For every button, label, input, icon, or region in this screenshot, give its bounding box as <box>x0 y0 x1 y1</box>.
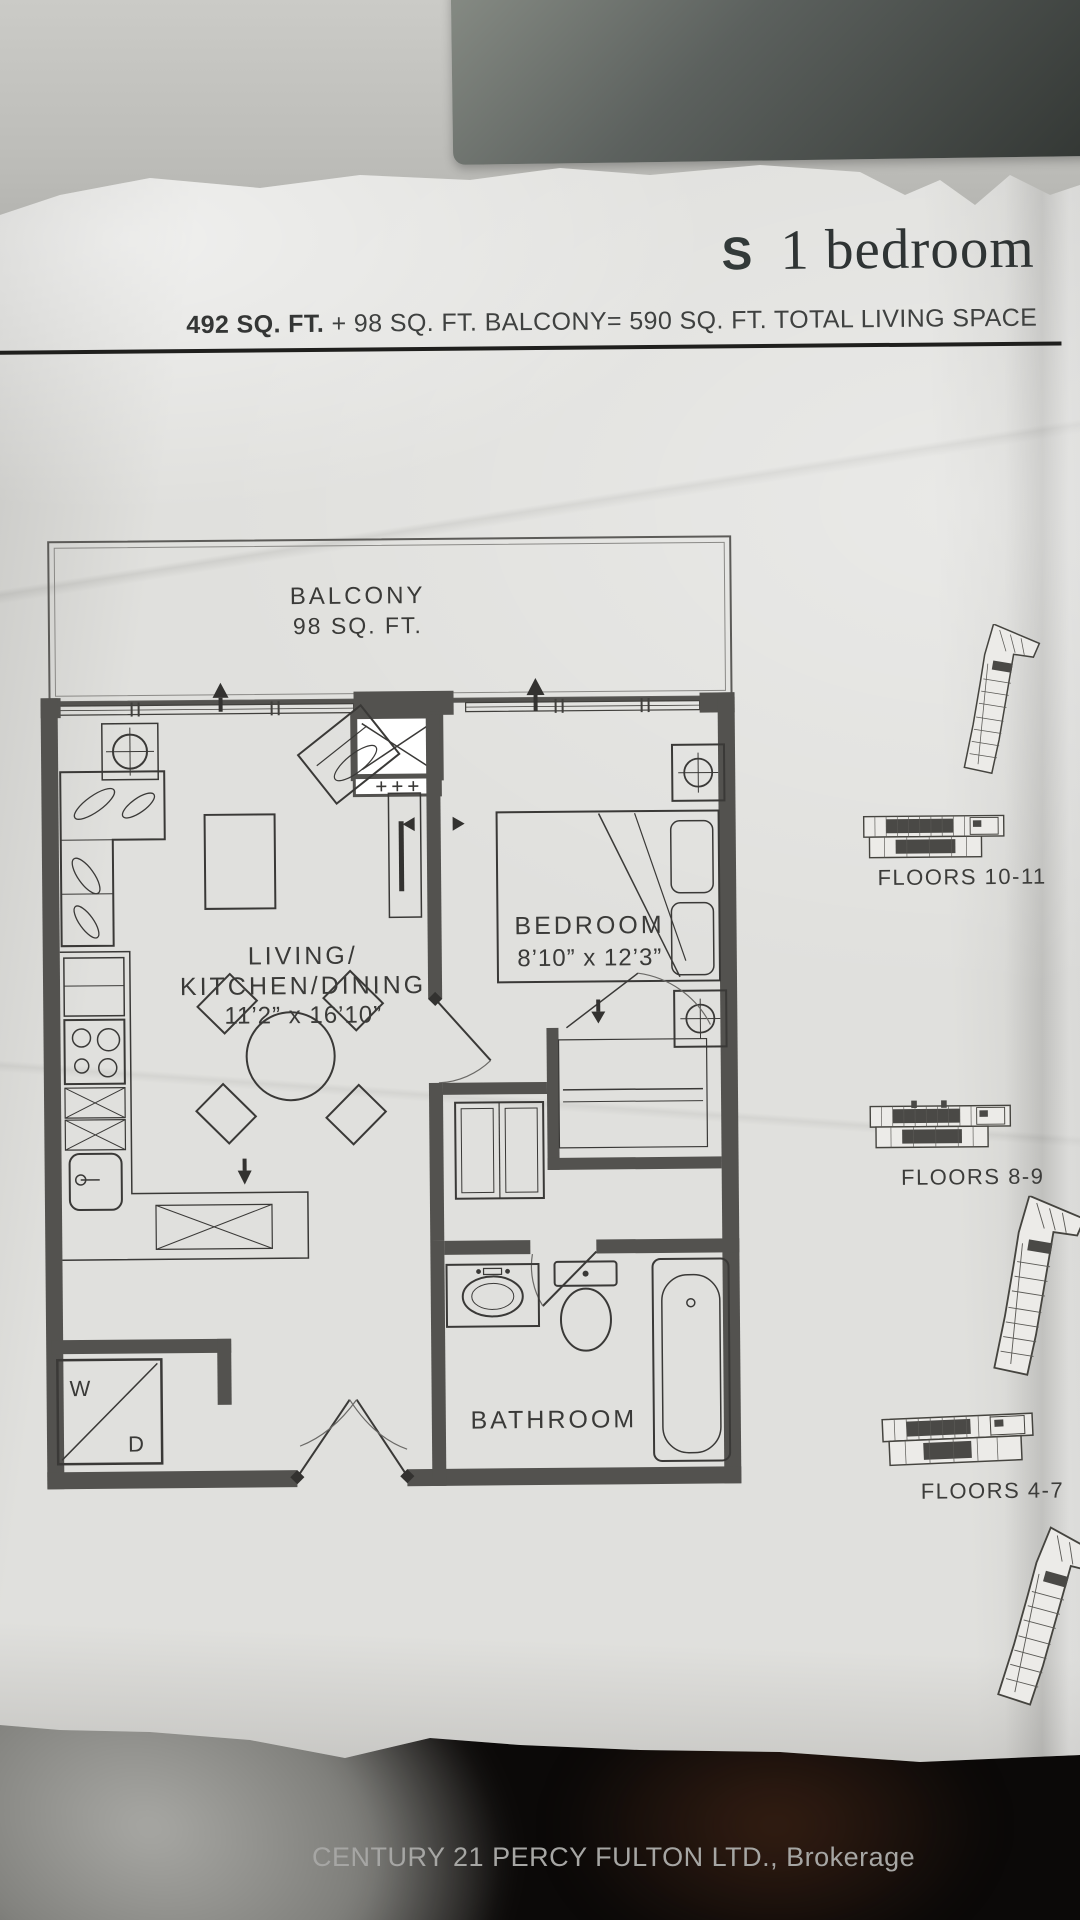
living-label: LIVING/ KITCHEN/DINING 11’2” x 16’10” <box>180 942 426 1030</box>
coffee-table <box>203 813 277 910</box>
pillow <box>670 901 715 976</box>
vanity-sink <box>445 1263 541 1328</box>
kitchen <box>59 950 310 1261</box>
floors-10-11-label: FLOORS 10-11 <box>877 863 1047 891</box>
nightstand <box>673 989 728 1048</box>
toilet <box>553 1260 618 1287</box>
tv-console <box>387 792 423 919</box>
armchair <box>296 703 401 806</box>
bedroom: BEDROOM 8’10” x 12’3” <box>495 743 728 1048</box>
plan-name: 1 bedroom <box>780 216 1035 282</box>
fridge <box>63 956 126 1017</box>
keyplan-bar-floors-4-7 <box>881 1412 1034 1467</box>
bathroom: BATHROOM <box>430 1238 740 1486</box>
keyplan-bar-floors-8-9 <box>869 1100 1012 1149</box>
brokerage-credit: CENTURY 21 PERCY FULTON LTD., Brokerage <box>312 1842 916 1872</box>
bedroom-label: BEDROOM <box>514 911 664 940</box>
dining-set <box>195 969 388 1146</box>
nightstand <box>670 743 726 802</box>
keyplan-wing-upper <box>963 623 1041 775</box>
mechanical-shaft <box>350 711 444 798</box>
floors-4-7-label: FLOORS 4-7 <box>920 1477 1065 1504</box>
balcony: BALCONY 98 SQ. FT. <box>47 535 733 704</box>
svg-text:KITCHEN/DINING: KITCHEN/DINING <box>180 971 426 1001</box>
area-summary: 492 SQ. FT. + 98 SQ. FT. BALCONY= 590 SQ… <box>186 303 1038 340</box>
plan-letter: S <box>721 227 753 280</box>
kitchen-sink <box>68 1152 123 1212</box>
washer-label: W <box>69 1376 90 1401</box>
keyplan-wing-bottom <box>997 1526 1080 1706</box>
unit-floorplan: BALCONY 98 SQ. FT. <box>40 535 742 1490</box>
exterior-walls <box>40 692 742 1490</box>
balcony-label: BALCONY <box>290 582 426 610</box>
bedroom-wall <box>402 714 492 1084</box>
living-furniture <box>59 703 423 948</box>
entry-doors <box>290 1399 415 1485</box>
ceiling-fixture <box>101 722 160 781</box>
bedroom-closet <box>546 972 722 1170</box>
dark-object-top <box>450 0 1080 165</box>
svg-text:LIVING/: LIVING/ <box>248 942 358 971</box>
balcony-door-arrow <box>212 678 545 712</box>
laundry-closet: W D <box>51 1338 232 1466</box>
keyplan-bar-floors-10-11 <box>862 814 1005 859</box>
dryer-label: D <box>128 1431 144 1456</box>
keyplan-wing-middle <box>993 1195 1080 1376</box>
floors-8-9-label: FLOORS 8-9 <box>900 1163 1045 1190</box>
hall-closet <box>428 1081 548 1241</box>
plan-title: S 1 bedroom <box>721 216 1035 284</box>
floorplan-sheet: S 1 bedroom 492 SQ. FT. + 98 SQ. FT. BAL… <box>0 165 1080 1762</box>
bedroom-dims: 8’10” x 12’3” <box>517 944 662 972</box>
pillow <box>669 819 714 894</box>
dishwasher <box>155 1203 273 1250</box>
bed <box>495 809 722 984</box>
bathroom-label: BATHROOM <box>470 1405 637 1434</box>
bathtub <box>651 1257 732 1462</box>
cooktop <box>63 1018 126 1086</box>
svg-text:11’2” x 16’10”: 11’2” x 16’10” <box>224 1001 382 1029</box>
header-rule <box>0 341 1062 355</box>
cabinet <box>64 1087 126 1119</box>
balcony-area: 98 SQ. FT. <box>293 612 423 639</box>
